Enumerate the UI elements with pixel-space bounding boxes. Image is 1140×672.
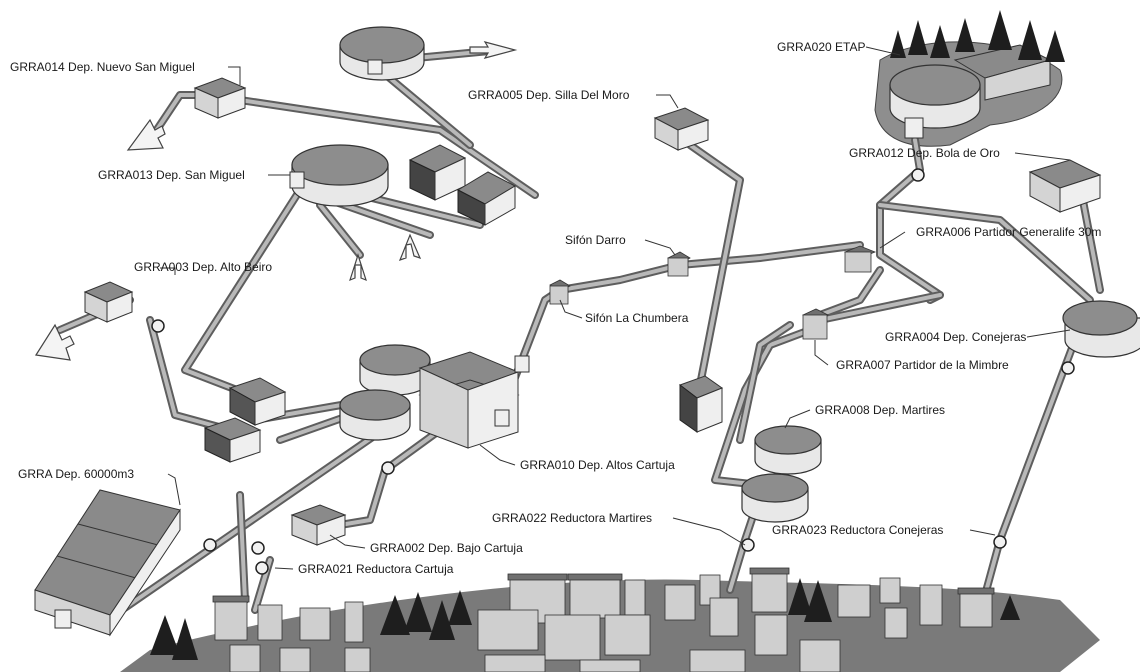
reservoir-altos-cartuja: [418, 351, 520, 449]
arrow-icon: [469, 41, 518, 59]
label-grra022: GRRA022 Reductora Martires: [492, 511, 652, 525]
chamber-4: [203, 417, 262, 463]
label-grra013: GRRA013 Dep. San Miguel: [98, 168, 245, 182]
reservoir-60000: [34, 489, 181, 637]
chamber-3: [228, 377, 287, 426]
label-grra010: GRRA010 Dep. Altos Cartuja: [520, 458, 675, 472]
leader-lines: [160, 46, 1071, 570]
label-grra005: GRRA005 Dep. Silla Del Moro: [468, 88, 630, 102]
label-grra014: GRRA014 Dep. Nuevo San Miguel: [10, 60, 195, 74]
structure-silla-del-moro: [653, 107, 710, 151]
outflow-arrows: [34, 41, 518, 361]
arrow-icon: [126, 118, 166, 151]
valve-icon: [255, 561, 269, 575]
valve-icon: [381, 461, 395, 475]
label-grra008: GRRA008 Dep. Martires: [815, 403, 945, 417]
arrow-icon: [34, 323, 75, 361]
valve-icon: [741, 538, 755, 552]
tank-etap: [889, 44, 1052, 139]
city-houses: [212, 567, 995, 672]
valves: [151, 168, 1075, 575]
label-grra023: GRRA023 Reductora Conejeras: [772, 523, 943, 537]
label-grra007: GRRA007 Partidor de la Mimbre: [836, 358, 1009, 372]
label-grra021: GRRA021 Reductora Cartuja: [298, 562, 454, 576]
arrow-icon: [398, 233, 422, 261]
hut-cartuja-2: [494, 409, 510, 427]
label-sifon-chumbera: Sifón La Chumbera: [585, 311, 689, 325]
tank-conejeras: [1062, 300, 1140, 358]
labels: GRRA014 Dep. Nuevo San Miguel GRRA013 De…: [10, 40, 1101, 576]
structure-bajo-cartuja: [290, 504, 347, 546]
chamber-silla: [678, 375, 724, 433]
label-grra006: GRRA006 Partidor Generalife 30m: [916, 225, 1101, 239]
structure-alto-beiro: [83, 281, 134, 323]
tank-top-center: [339, 26, 425, 81]
structure-nuevo-san-miguel: [193, 77, 247, 119]
label-sifon-darro: Sifón Darro: [565, 233, 626, 247]
structure-bola-de-oro: [1028, 159, 1102, 213]
valve-icon: [911, 168, 925, 182]
valve-icon: [203, 538, 217, 552]
chamber-1: [408, 144, 467, 201]
label-grra004: GRRA004 Dep. Conejeras: [885, 330, 1026, 344]
hut-generalife: [843, 245, 877, 273]
label-grra002: GRRA002 Dep. Bajo Cartuja: [370, 541, 523, 555]
trees: [150, 10, 1065, 660]
valve-icon: [251, 541, 265, 555]
tank-alto-cartuja-lower: [339, 389, 411, 441]
tank-alto-cartuja-upper: [359, 344, 431, 396]
label-grra020: GRRA020 ETAP: [777, 40, 865, 54]
chamber-2: [456, 171, 517, 226]
label-grra003: GRRA003 Dep. Alto Beiro: [134, 260, 272, 274]
valve-icon: [1061, 361, 1075, 375]
hut-sifon-darro: [667, 251, 691, 277]
hut-cartuja-1: [514, 355, 530, 373]
hut-mimbre: [802, 308, 829, 340]
hut-sifon-chumbera: [549, 279, 571, 305]
label-grra-dep: GRRA Dep. 60000m3: [18, 467, 134, 481]
valve-icon: [993, 535, 1007, 549]
arrow-icon: [349, 253, 367, 282]
tank-martires-lower: [741, 473, 809, 523]
tank-martires-upper: [754, 425, 822, 475]
tank-san-miguel: [289, 144, 389, 207]
valve-icon: [151, 319, 165, 333]
label-grra012: GRRA012 Dep. Bola de Oro: [849, 146, 1000, 160]
